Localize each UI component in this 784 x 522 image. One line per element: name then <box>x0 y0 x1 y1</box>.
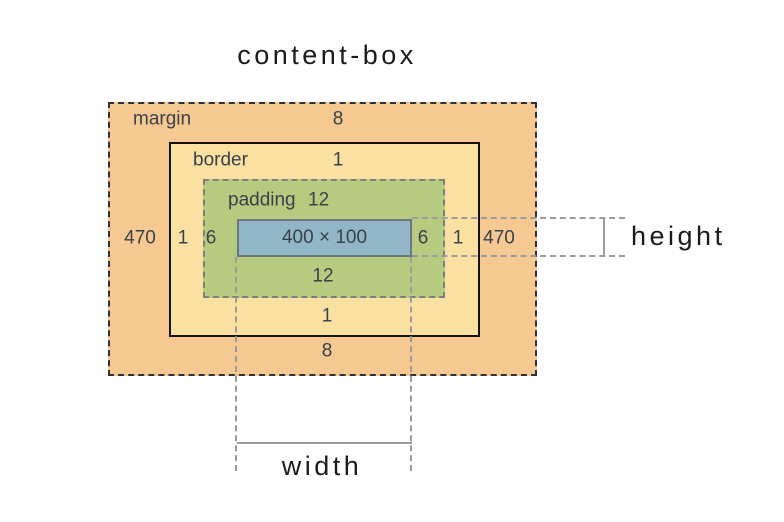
padding-left-value: 6 <box>205 227 217 249</box>
padding-right-value: 6 <box>417 227 429 249</box>
margin-left-value: 470 <box>124 227 156 249</box>
padding-top-value: 12 <box>308 189 330 211</box>
padding-label: padding <box>228 189 296 211</box>
border-right-value: 1 <box>452 227 464 249</box>
width-guide-left-line <box>235 257 237 471</box>
border-left-value: 1 <box>177 227 189 249</box>
margin-right-value: 470 <box>483 227 515 249</box>
border-bottom-value: 1 <box>321 305 333 327</box>
border-top-value: 1 <box>332 149 344 171</box>
margin-label: margin <box>133 108 192 130</box>
margin-top-value: 8 <box>332 108 344 130</box>
border-label: border <box>193 149 248 171</box>
height-guide-bottom-line <box>412 255 625 257</box>
padding-bottom-value: 12 <box>312 265 334 287</box>
height-measure-label: height <box>631 221 726 251</box>
content-size-label: 400 × 100 <box>281 227 368 248</box>
content-area: 400 × 100 <box>237 219 412 257</box>
diagram-title: content-box <box>237 40 417 70</box>
width-bracket-line <box>237 442 412 444</box>
height-bracket-line <box>603 218 605 257</box>
height-guide-top-line <box>412 217 625 219</box>
width-guide-right-line <box>410 257 412 471</box>
margin-bottom-value: 8 <box>321 340 333 362</box>
width-measure-label: width <box>281 451 363 481</box>
